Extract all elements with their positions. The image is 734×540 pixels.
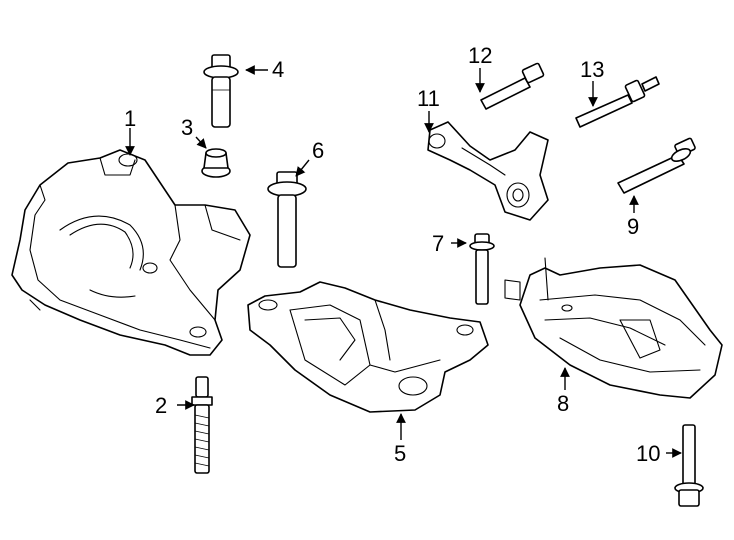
callout-3: 3 [181,115,193,140]
part-3-nut [201,148,231,178]
part-1-mount-bracket [11,149,251,356]
part-4-bolt [203,54,239,128]
callout-labels: 1 2 3 4 5 6 7 8 9 10 11 12 13 [124,43,660,466]
part-9-bolt [617,137,696,194]
callout-7: 7 [432,231,444,256]
part-7-bolt [469,233,495,305]
leader-lines [125,65,682,458]
callout-9: 9 [627,214,639,239]
callout-6: 6 [312,138,324,163]
callout-4: 4 [272,57,284,82]
part-2-stud [191,376,213,474]
part-6-bolt [267,171,307,268]
callout-5: 5 [394,441,406,466]
part-10-bolt [674,424,704,507]
callout-2: 2 [155,393,167,418]
callout-12: 12 [468,43,492,68]
part-11-torque-rod [427,121,549,221]
part-8-mount-tray [504,257,723,399]
part-5-mount-insulator [247,281,489,413]
callout-11: 11 [417,86,440,111]
part-12-bolt [480,62,545,110]
callout-10: 10 [636,441,660,466]
callout-1: 1 [124,106,136,131]
part-13-stud [575,76,660,128]
callout-13: 13 [580,57,604,82]
callout-8: 8 [557,391,569,416]
